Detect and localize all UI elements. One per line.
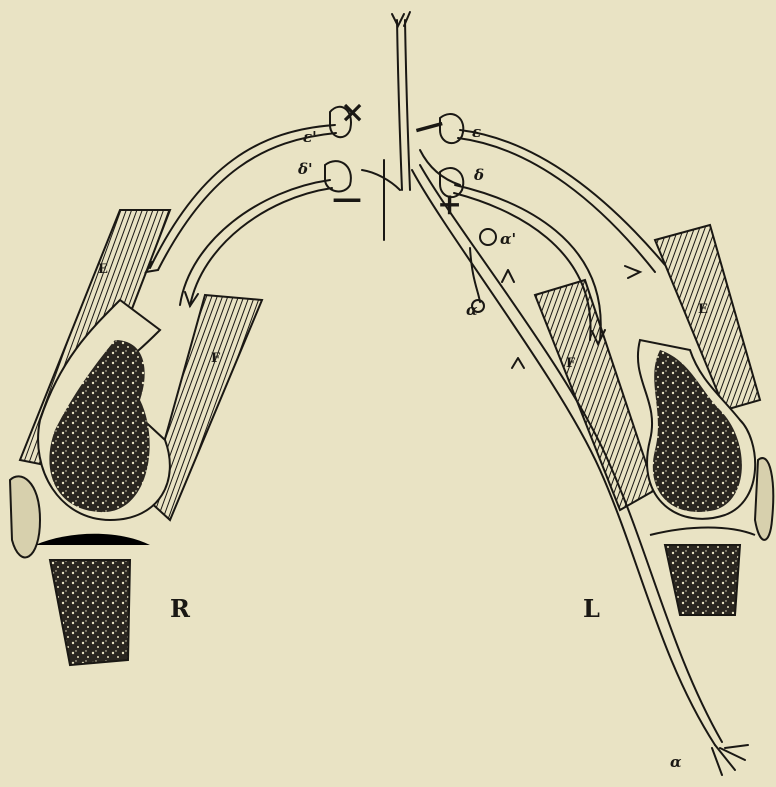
muscle-flexor-left	[535, 280, 655, 510]
label-epsilon-prime: ε'	[303, 130, 317, 145]
bone-tibia-left	[650, 528, 755, 616]
label-delta: δ	[474, 168, 484, 183]
label-extensor-left: E	[698, 303, 708, 316]
ascending-tract-2	[405, 20, 410, 190]
bone-femur-right	[38, 300, 170, 520]
patella-right	[10, 476, 40, 557]
label-extensor-right: E	[98, 263, 108, 276]
label-side-left: L	[583, 597, 600, 621]
sign-excite-right: ×	[340, 98, 365, 128]
label-epsilon: ε	[472, 125, 481, 140]
sign-excite-left: +	[437, 190, 462, 220]
label-alpha-prime: α'	[500, 232, 516, 247]
nerve-right-flexor	[180, 180, 330, 305]
nerve-right-extensor	[150, 125, 335, 268]
label-delta-prime: δ'	[298, 162, 313, 177]
patella-left	[755, 458, 773, 540]
label-flexor-left: F	[566, 357, 575, 370]
label-alpha-terminal: α	[670, 755, 682, 770]
label-side-right: R	[170, 597, 190, 621]
sign-inhibit-right: —	[332, 184, 362, 214]
ascending-tract	[397, 20, 402, 190]
label-flexor-right: F	[211, 352, 220, 365]
label-alpha-ganglion: α	[466, 303, 478, 318]
bone-tibia-right	[35, 534, 150, 665]
